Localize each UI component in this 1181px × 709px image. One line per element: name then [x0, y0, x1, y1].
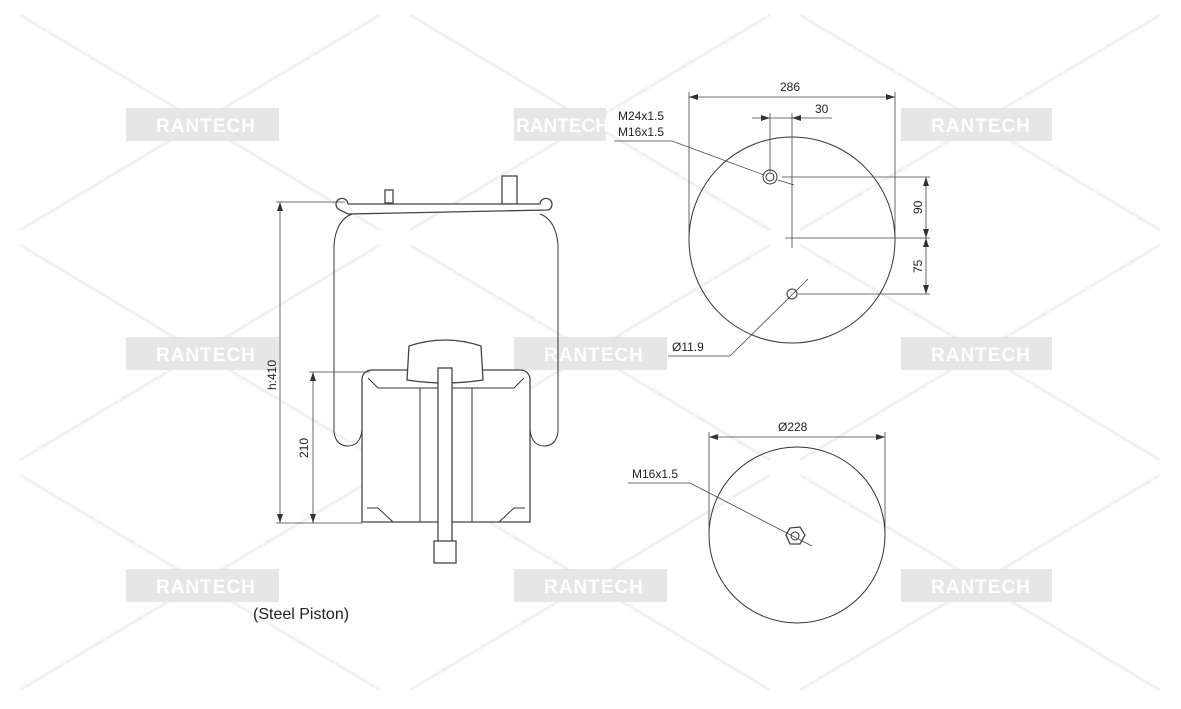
svg-text:RANTECH: RANTECH [931, 345, 1031, 366]
offset-dimension: 30 [815, 102, 829, 116]
svg-text:RANTECH: RANTECH [544, 345, 644, 366]
bump-stop [406, 339, 484, 384]
piston-bottom-view: Ø228 M16x1.5 [628, 420, 886, 624]
top-plate-view: 286 30 90 75 M24x1.5 M16x1.5 Ø11.9 [614, 80, 930, 357]
air-hole [786, 288, 798, 300]
m24-stud [762, 169, 778, 185]
svg-text:RANTECH: RANTECH [931, 577, 1031, 598]
bellows-left [333, 213, 363, 447]
side-view-air-spring: h:410 210 [265, 175, 559, 564]
dimension-90: 90 [911, 200, 925, 214]
svg-text:RANTECH: RANTECH [156, 577, 256, 598]
svg-text:RANTECH: RANTECH [516, 116, 609, 137]
air-inlet-stud [384, 189, 394, 204]
piston-bolt [437, 367, 453, 544]
watermarks: RANTECH RANTECH RANTECH RANTECH RANTECH … [126, 108, 1052, 602]
svg-text:RANTECH: RANTECH [156, 345, 256, 366]
bottom-diameter-dimension: Ø228 [778, 420, 808, 434]
height-dimension: h:410 [265, 360, 279, 390]
bottom-nut [785, 526, 806, 545]
hole-diameter-label: Ø11.9 [672, 340, 704, 354]
piston-nut [433, 540, 457, 564]
piston-type-caption: (Steel Piston) [253, 606, 350, 623]
bellows-right [529, 213, 559, 447]
svg-text:RANTECH: RANTECH [931, 116, 1031, 137]
top-bead-plate [335, 197, 553, 215]
dimension-75: 75 [911, 259, 925, 273]
svg-text:RANTECH: RANTECH [544, 577, 644, 598]
bottom-thread-label: M16x1.5 [632, 467, 678, 481]
mounting-stud [501, 175, 518, 205]
top-diameter-dimension: 286 [780, 80, 800, 94]
thread-label-m16: M16x1.5 [618, 125, 664, 139]
piston-height-dimension: 210 [297, 438, 311, 458]
thread-label-m24: M24x1.5 [618, 109, 664, 123]
svg-text:RANTECH: RANTECH [156, 116, 256, 137]
